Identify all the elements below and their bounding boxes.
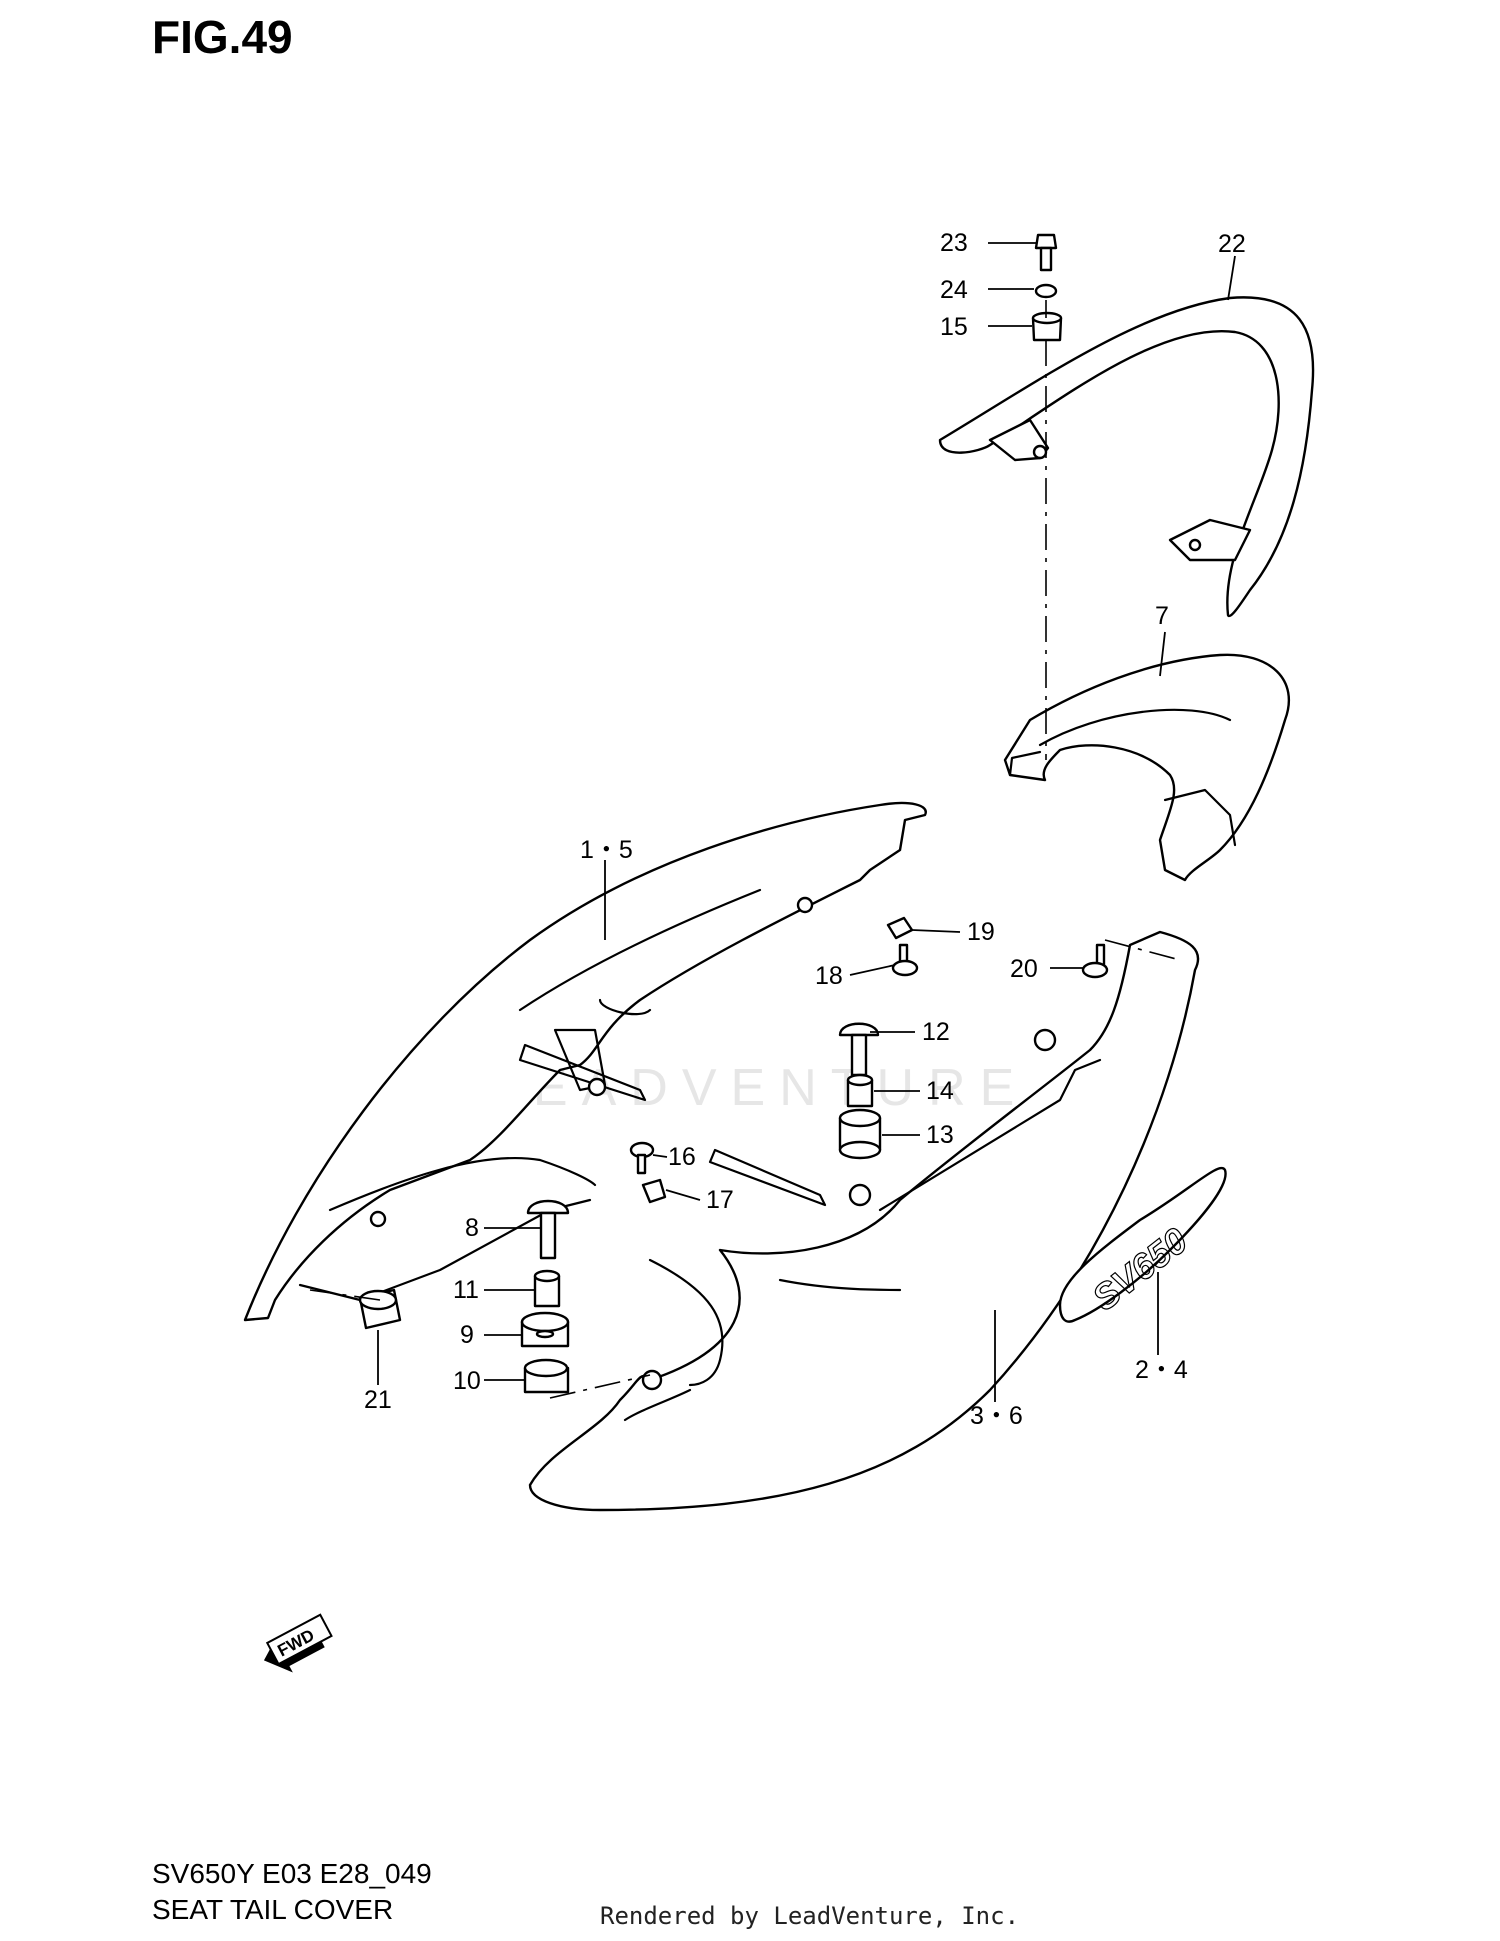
part-13-cushion bbox=[838, 1108, 882, 1160]
callout-2-4: 2・4 bbox=[1135, 1356, 1188, 1384]
model-code: SV650Y E03 E28_049 bbox=[152, 1858, 432, 1889]
callout-22: 22 bbox=[1218, 230, 1246, 258]
part-14-collar bbox=[846, 1073, 874, 1108]
callout-11: 11 bbox=[453, 1276, 479, 1304]
callout-19: 19 bbox=[967, 918, 995, 946]
part-16-screw bbox=[629, 1141, 655, 1175]
section-name: SEAT TAIL COVER bbox=[152, 1894, 394, 1925]
part-23-bolt bbox=[1034, 233, 1058, 272]
part-21-grommet bbox=[358, 1288, 402, 1330]
part-22-grab-rail bbox=[938, 296, 1315, 618]
part-17-nut bbox=[641, 1178, 667, 1204]
part-3-6-right-cover bbox=[528, 930, 1200, 1512]
fwd-direction-marker: FWD bbox=[263, 1613, 333, 1673]
callout-23: 23 bbox=[940, 229, 968, 257]
callout-8: 8 bbox=[465, 1214, 479, 1242]
callout-14: 14 bbox=[926, 1077, 954, 1105]
callout-labels: 23 24 15 22 7 1・5 19 18 20 12 14 13 16 1… bbox=[364, 229, 1246, 1430]
part-9-cushion bbox=[520, 1311, 570, 1348]
callout-24: 24 bbox=[940, 276, 968, 304]
assembly-axes bbox=[309, 300, 1181, 1399]
callout-16: 16 bbox=[668, 1143, 696, 1171]
part-24-washer bbox=[1034, 283, 1058, 299]
callout-1-5: 1・5 bbox=[580, 836, 633, 864]
part-10-cushion bbox=[523, 1358, 570, 1394]
callout-9: 9 bbox=[460, 1321, 474, 1349]
leader-lines bbox=[377, 242, 1236, 1402]
part-18-screw bbox=[891, 943, 919, 977]
part-7-tail-cover bbox=[1003, 653, 1291, 882]
figure-title: FIG.49 bbox=[152, 11, 293, 63]
render-credit: Rendered by LeadVenture, Inc. bbox=[600, 1902, 1020, 1930]
callout-10: 10 bbox=[453, 1367, 481, 1395]
callout-17: 17 bbox=[706, 1186, 734, 1214]
watermark-text: LEADVENTURE bbox=[490, 1059, 1028, 1117]
callout-21: 21 bbox=[364, 1386, 392, 1414]
callout-3-6: 3・6 bbox=[970, 1402, 1023, 1430]
callout-15: 15 bbox=[940, 313, 968, 341]
part-20-screw bbox=[1081, 943, 1109, 979]
callout-18: 18 bbox=[815, 962, 843, 990]
callout-7: 7 bbox=[1155, 602, 1169, 630]
callout-20: 20 bbox=[1010, 955, 1038, 983]
callout-12: 12 bbox=[922, 1018, 950, 1046]
part-15-rubber-grommet bbox=[1031, 311, 1063, 342]
part-11-collar bbox=[533, 1269, 561, 1308]
part-8-bolt bbox=[526, 1199, 570, 1260]
part-19-nut bbox=[886, 916, 914, 940]
callout-13: 13 bbox=[926, 1121, 954, 1149]
